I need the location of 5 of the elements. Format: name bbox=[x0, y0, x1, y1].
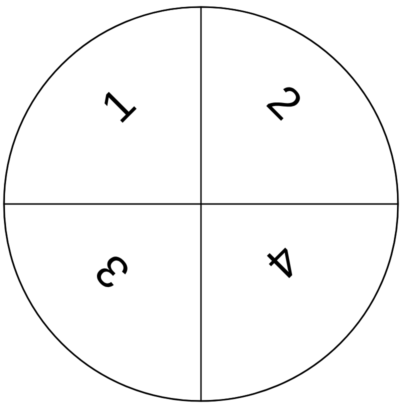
quadrant-sector: 2 bbox=[200, 6, 399, 205]
circle-outline bbox=[3, 6, 399, 402]
quadrant-sector: 3 bbox=[3, 203, 202, 402]
quadrant-sector: 1 bbox=[3, 6, 202, 205]
quadrant-sector: 4 bbox=[200, 203, 399, 402]
